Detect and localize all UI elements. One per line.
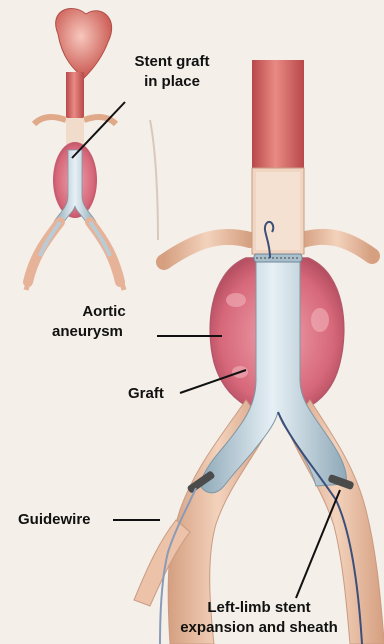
inset-overview xyxy=(26,8,124,290)
label-stent-graft-line2: in place xyxy=(112,72,232,92)
aorta xyxy=(252,60,304,172)
leader-left-limb xyxy=(296,490,340,598)
label-stent-graft-in-place: Stent graft in place xyxy=(112,52,232,92)
main-illustration xyxy=(134,60,384,644)
label-left-limb-line2: expansion and sheath xyxy=(134,618,384,638)
label-aortic-aneurysm: Aortic aneurysm xyxy=(50,302,158,342)
label-aortic-line1: Aortic xyxy=(50,302,158,322)
left-renal-artery xyxy=(164,237,250,262)
label-guidewire: Guidewire xyxy=(18,510,91,530)
right-renal-artery xyxy=(302,237,372,256)
label-left-limb-stent: Left-limb stent expansion and sheath xyxy=(134,598,384,638)
label-graft: Graft xyxy=(128,384,164,404)
label-left-limb-line1: Left-limb stent xyxy=(134,598,384,618)
inset-aorta xyxy=(66,72,84,122)
label-stent-graft-line1: Stent graft xyxy=(112,52,232,72)
label-aortic-line2: aneurysm xyxy=(50,322,158,342)
heart-illustration xyxy=(56,8,112,78)
